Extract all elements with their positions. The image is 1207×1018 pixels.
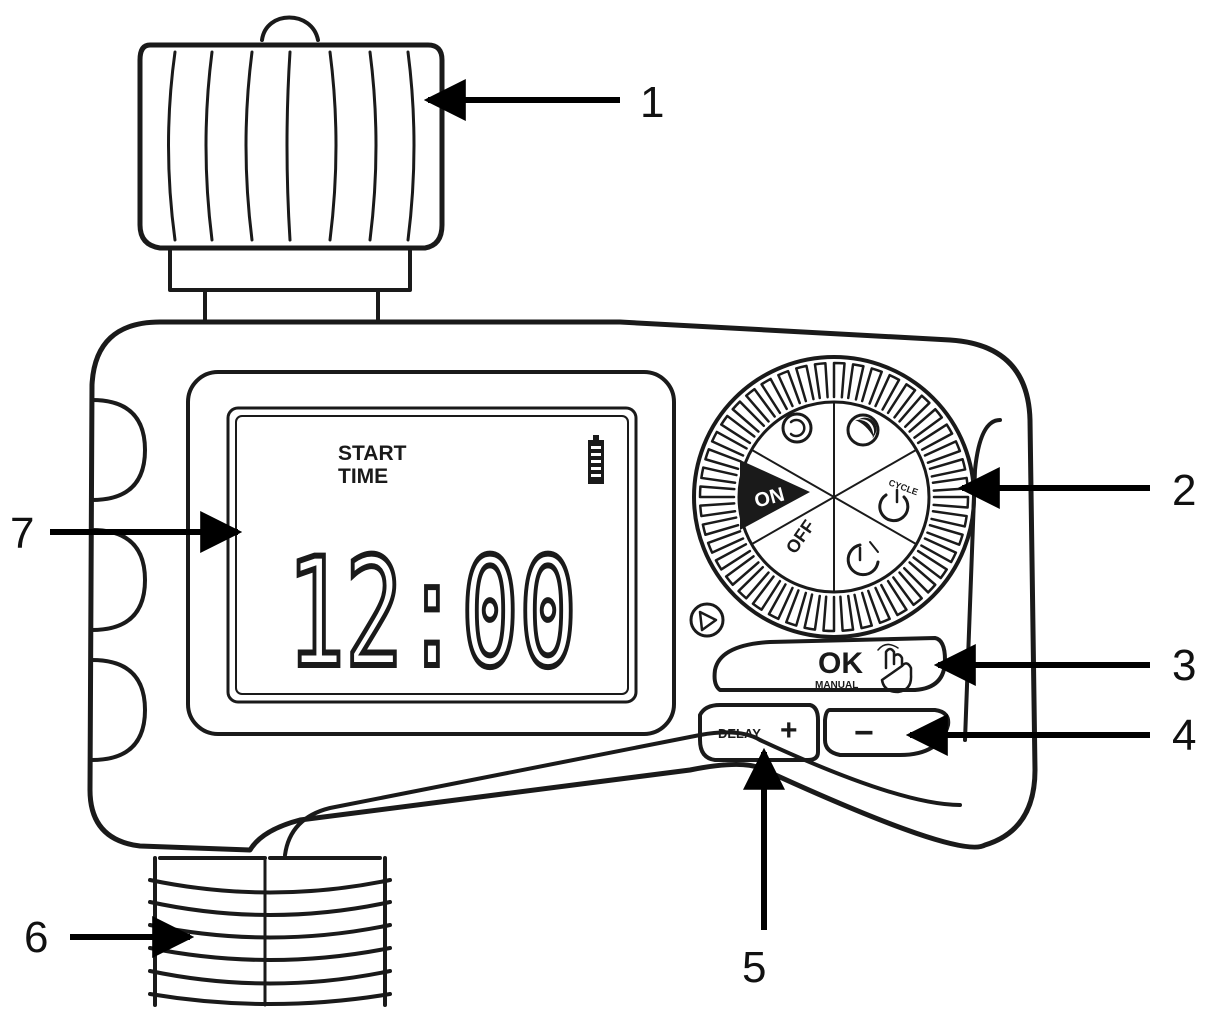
dial-tooth [760,377,788,415]
plus-label: + [780,714,798,747]
dial-tooth [880,579,908,617]
display-label-time: TIME [338,465,388,488]
ok-manual-button[interactable]: OK MANUAL [712,636,947,694]
refresh-icon [781,412,813,444]
delay-label: DELAY [718,726,761,741]
dial-tooth [724,555,760,587]
callout-number-2: 2 [1172,466,1196,515]
program-dial[interactable]: ON OFF CYCLE [692,355,976,639]
hand-press-icon [877,643,913,694]
dial-tooth [767,583,794,621]
dial-tooth [928,457,967,478]
dial-tooth [853,591,874,630]
dial-tooth [794,364,815,403]
dial-tooth [923,440,962,464]
dial-tooth [886,383,917,419]
dial-tooth [803,593,822,631]
dial-tooth [860,367,883,405]
dial-tooth [737,565,770,600]
callout-number-7: 7 [10,509,34,558]
dial-tooth [846,363,865,401]
dial-tooth [813,362,829,400]
dial-knurl [698,361,970,633]
outlet-thread [148,856,392,1007]
minus-label: − [854,714,874,752]
dial-tooth [926,523,964,546]
clock-icon [846,541,880,577]
callout-number-6: 6 [24,913,48,962]
dial-tooth [699,502,737,518]
callout-number-4: 4 [1172,711,1196,760]
dial-tooth [777,369,801,408]
dial-tooth [932,495,970,509]
callout-number-5: 5 [742,943,766,992]
dial-off-label: OFF [782,516,819,557]
battery-icon [588,435,604,484]
dial-tooth [720,414,756,445]
callout-number-3: 3 [1172,641,1196,690]
dial-tooth [832,361,846,399]
dial-tooth [912,549,948,580]
dial-tooth [698,485,736,499]
dial-tooth [710,430,748,457]
dial-tooth [892,571,924,607]
moon-icon [846,413,880,447]
display-time: 12:00 [287,527,577,701]
lcd-display: START TIME 12:00 [186,370,676,736]
dial-tooth [920,537,958,564]
callout-numbers: 1 2 3 4 5 6 7 [10,78,1196,992]
dial-tooth [916,423,954,451]
dial-tooth [700,466,738,485]
side-grip [90,398,147,762]
ok-label: OK [818,647,863,680]
dial-tooth [785,589,808,627]
cycle-icon: CYCLE [878,477,919,523]
dial-tooth [714,543,752,571]
dial-tooth [744,387,776,423]
manual-label: MANUAL [815,680,858,691]
rain-sensor-icon [689,602,725,638]
delay-plus-button[interactable]: DELAY + [698,703,820,762]
dial-tooth [706,530,745,554]
dial-tooth [839,594,855,632]
callout-arrows [50,79,1150,958]
dial-tooth [874,373,901,411]
inlet-coupling-nut [137,15,445,324]
dial-tooth [902,561,937,594]
dial-tooth [731,400,766,433]
dial-tooth [867,586,891,625]
dial-tooth [701,516,740,537]
dial-tooth [908,407,944,439]
dial-tooth [751,575,782,611]
display-label-start: START [338,442,407,465]
dial-cycle-label: CYCLE [887,477,919,497]
dial-tooth [898,394,931,429]
dial-tooth [704,448,742,471]
dial-tooth [822,595,836,633]
dial-tooth [930,509,968,528]
callout-number-1: 1 [640,78,664,127]
